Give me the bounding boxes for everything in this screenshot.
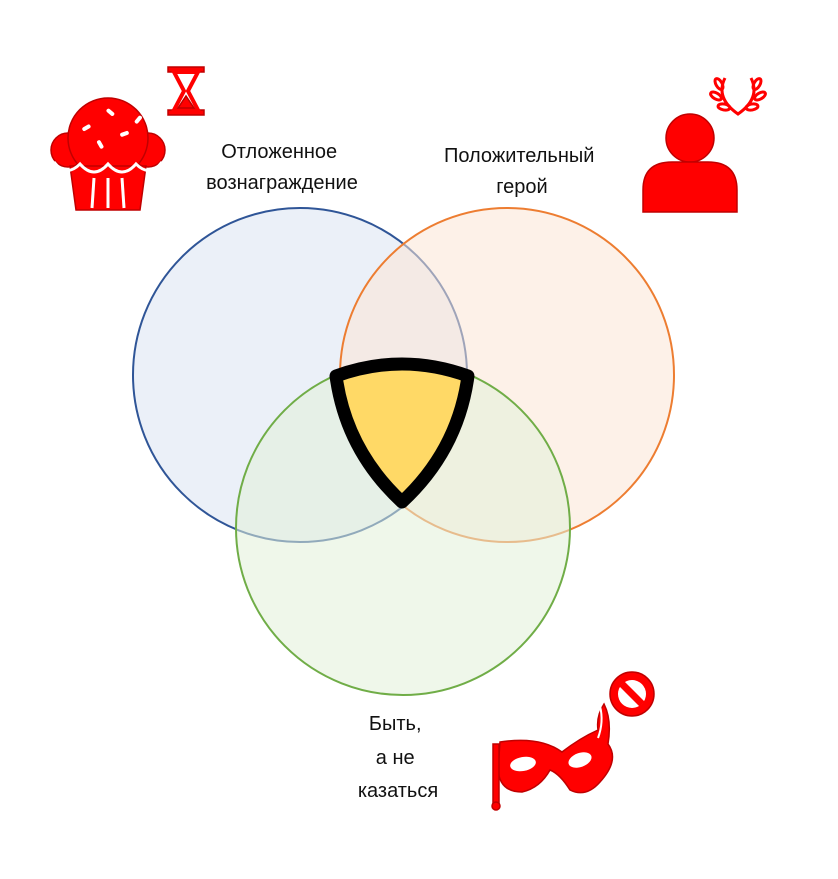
mask-body — [497, 702, 614, 794]
laurel-leaf — [753, 90, 767, 102]
label-line: Отложенное — [221, 141, 337, 163]
laurel-wreath-icon — [709, 77, 767, 116]
label-line: Положительный — [444, 145, 594, 167]
center-shield-icon — [329, 357, 475, 509]
laurel-leaf — [713, 77, 725, 91]
carnival-mask-icon — [491, 702, 614, 811]
sprinkle — [106, 108, 115, 116]
cupcake-frosting-edge — [52, 161, 164, 174]
mask-eye-right — [568, 752, 592, 768]
hourglass-glass — [170, 70, 202, 112]
hourglass-sand — [176, 94, 196, 109]
mask-eye-left — [510, 756, 536, 772]
sprinkle — [120, 130, 129, 137]
hourglass-icon — [167, 66, 205, 116]
mask-feather-line — [597, 705, 603, 739]
label-line: герой — [496, 176, 547, 198]
person-body — [642, 161, 738, 213]
sprinkle — [97, 140, 104, 149]
label-line: казаться — [358, 780, 438, 802]
sprinkle — [134, 115, 142, 124]
prohibited-bar — [619, 681, 645, 707]
cupcake-icon — [50, 97, 166, 211]
laurel-leaf — [751, 77, 763, 91]
label-delayed-reward: Отложенное вознаграждение — [206, 141, 358, 194]
laurel-leaf — [709, 90, 723, 102]
person-icon — [642, 113, 738, 213]
label-be-not-seem: Быть, а не казаться — [358, 713, 438, 802]
person-head — [665, 113, 715, 163]
mask-handle — [492, 743, 500, 805]
sprinkle — [82, 124, 91, 131]
mask-handle-end — [491, 801, 501, 811]
label-line: вознаграждение — [206, 172, 358, 194]
prohibited-icon — [609, 671, 655, 717]
wrapper-line — [120, 177, 126, 209]
wrapper-line — [90, 177, 96, 209]
laurel-leaf — [716, 102, 732, 112]
label-line: а не — [376, 747, 415, 769]
label-positive-hero: Положительный герой — [444, 145, 600, 198]
laurel-leaf — [744, 102, 760, 112]
label-line: Быть, — [369, 713, 422, 735]
